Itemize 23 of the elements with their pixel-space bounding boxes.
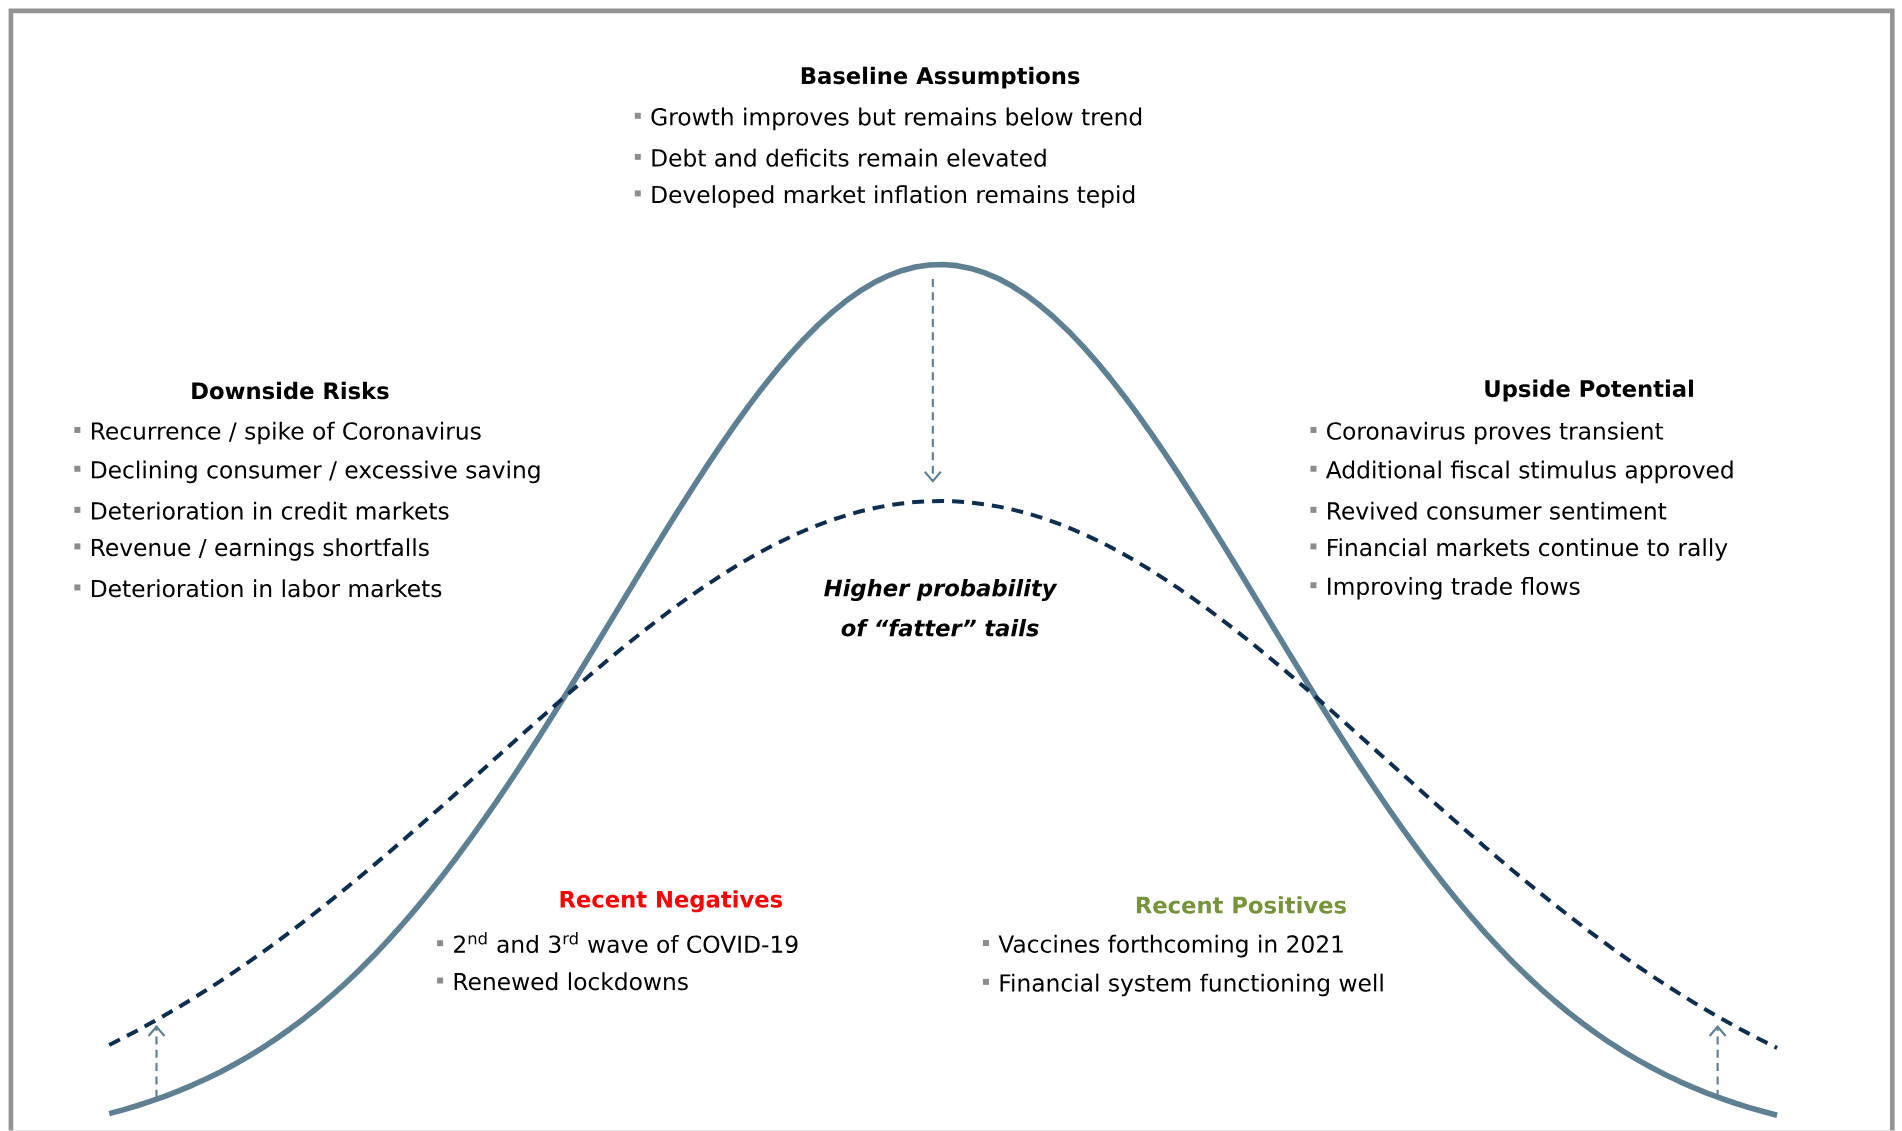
bullet-item: Financial markets continue to rally: [1310, 538, 1728, 561]
bullet-item: Revenue / earnings shortfalls: [74, 538, 429, 561]
bullet-item: Improving trade flows: [1310, 577, 1580, 600]
annotation: Higher probability of “fatter” tails: [824, 579, 1058, 637]
bullet-item: Growth improves but remains below trend: [634, 107, 1142, 131]
bullet-item: Deterioration in labor markets: [74, 579, 442, 598]
section-heading: Baseline Assumptions: [801, 66, 1080, 89]
bullet-item: Declining consumer / excessive saving: [74, 460, 540, 484]
section-heading: Recent Positives: [1136, 896, 1346, 914]
bullet-item: Recurrence / spike of Coronavirus: [74, 422, 481, 445]
bullet-item: Financial system functioning well: [982, 973, 1383, 997]
bullet-item: Vaccines forthcoming in 2021: [982, 935, 1343, 958]
section-heading: Downside Risks: [192, 382, 389, 400]
bullet-item: Developed market inflation remains tepid: [634, 185, 1135, 209]
bullet-item: Deterioration in credit markets: [74, 501, 449, 520]
bullet-item: Debt and deficits remain elevated: [634, 148, 1046, 167]
bullet-item: Renewed lockdowns: [437, 972, 688, 991]
section-heading: Recent Negatives: [560, 890, 783, 913]
bullet-item: Coronavirus proves transient: [1310, 422, 1664, 445]
section-heading: Upside Potential: [1485, 379, 1693, 402]
bullet-item: 2$^{nd}$ and 3$^{rd}$ wave of COVID-19: [437, 932, 798, 954]
bullet-item: Additional fiscal stimulus approved: [1310, 460, 1733, 484]
bullet-item: Revived consumer sentiment: [1310, 501, 1667, 520]
